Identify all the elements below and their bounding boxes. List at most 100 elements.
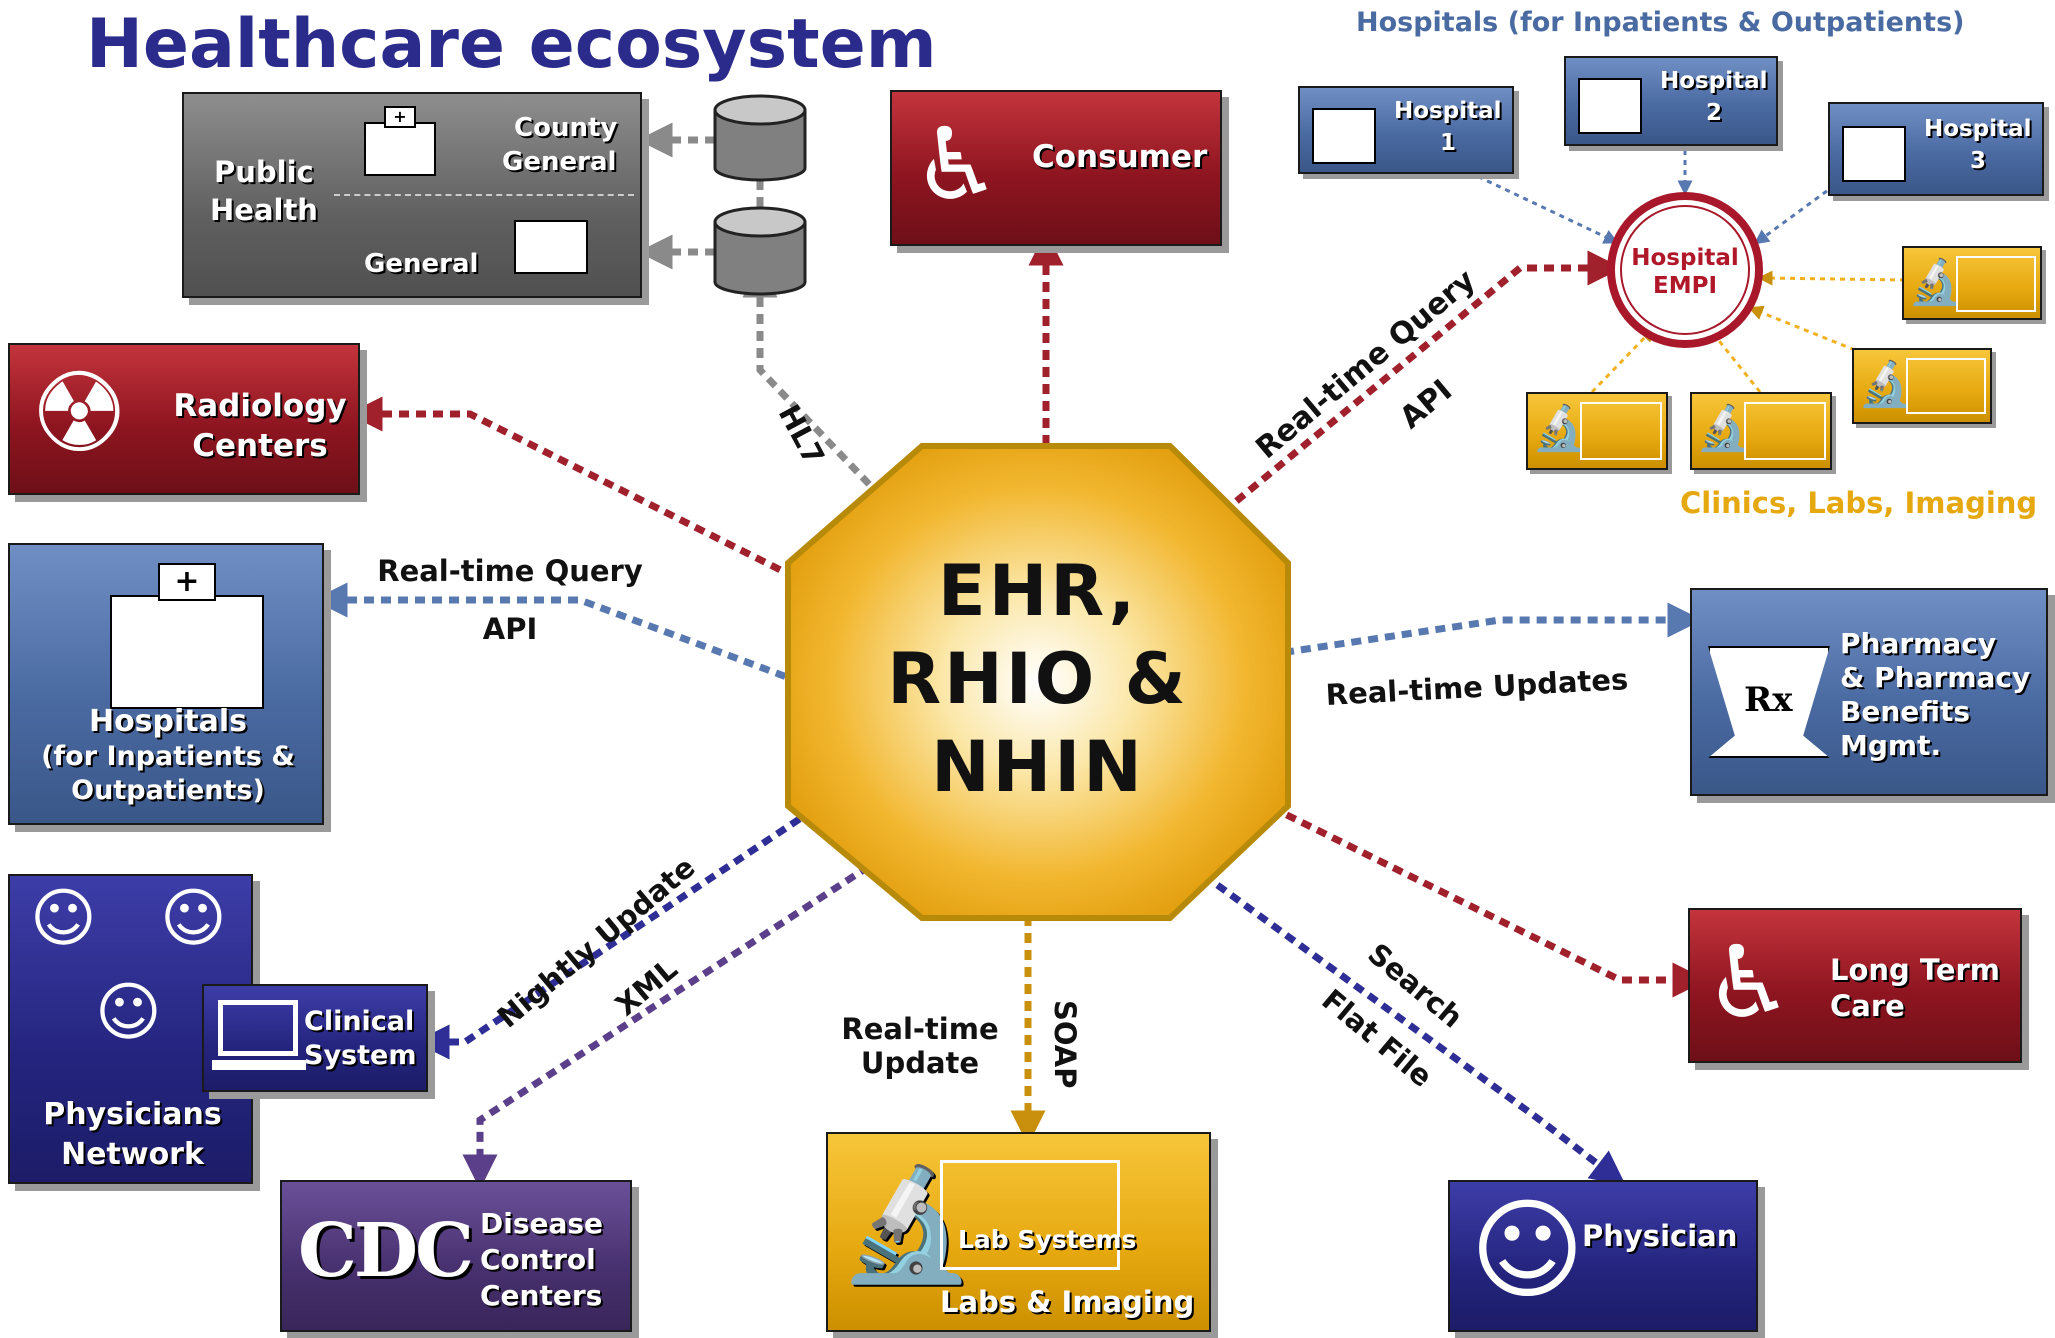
empi-spoke-c1 <box>1757 270 1906 286</box>
clinic-box-4: 🔬 <box>1526 392 1668 470</box>
hospital-building-icon <box>1312 108 1376 164</box>
microscope-icon: 🔬 <box>1532 403 1587 454</box>
lab-systems-label: Lab Systems <box>958 1225 1137 1254</box>
general-label: General <box>364 249 479 279</box>
pharmacy-label-4: Mgmt. <box>1840 729 1942 762</box>
hospital-building-icon <box>1578 78 1642 134</box>
hospital-2-label-1: Hospital <box>1660 68 1768 94</box>
computer-monitor-icon <box>218 1000 298 1056</box>
rtq-left-label-2: API <box>482 612 538 646</box>
cdc-label-2: Control <box>480 1243 596 1276</box>
empi-spoke-h3 <box>1753 183 1836 245</box>
center-octagon <box>785 443 1291 921</box>
doctor-icon: ☺ <box>30 882 97 956</box>
lab-systems-box: 🔬 Lab Systems Labs & Imaging <box>826 1132 1211 1332</box>
physicians-network-label-2: Network <box>61 1137 204 1172</box>
hospital-1-box: Hospital 1 <box>1298 86 1514 174</box>
center-line-1: EHR, <box>937 550 1139 632</box>
public-health-label-1: Public <box>214 155 314 189</box>
empi-spoke-c3 <box>1707 326 1762 393</box>
hospitals-group-heading: Hospitals (for Inpatients & Outpatients) <box>1356 7 1965 38</box>
hospital-1-label-1: Hospital <box>1394 98 1502 124</box>
hospitals-box: + Hospitals (for Inpatients & Outpatient… <box>8 543 324 825</box>
empi-spoke-c2 <box>1748 305 1856 352</box>
hl7-link <box>742 262 943 561</box>
center-line-2: RHIO & <box>887 638 1189 720</box>
hospital-2-label-2: 2 <box>1706 100 1723 126</box>
clinical-system-box: Clinical System <box>202 984 428 1092</box>
clinic-box-1: 🔬 <box>1902 246 2042 320</box>
pharmacy-box: Rx Pharmacy & Pharmacy Benefits Mgmt. <box>1690 588 2048 796</box>
page-title: Healthcare ecosystem <box>86 5 937 84</box>
walker-person-icon: ♿ <box>1704 924 1794 1041</box>
walker-person-icon: ♿ <box>912 106 1002 223</box>
long-term-care-label-2: Care <box>1830 989 1905 1023</box>
physician-label: Physician <box>1582 1219 1738 1253</box>
cdc-box: CDC Disease Control Centers <box>280 1180 632 1332</box>
rt-update-label-2: Update <box>860 1046 980 1080</box>
pharmacy-link <box>1182 602 1703 680</box>
microscope-icon: 🔬 <box>1858 359 1913 410</box>
hospitals-label-1: Hospitals <box>88 704 248 739</box>
soap-label: SOAP <box>1048 1000 1082 1089</box>
hospital-cross-icon: + <box>384 106 416 128</box>
hospital-3-label-2: 3 <box>1970 148 1987 174</box>
computer-base-icon <box>212 1060 306 1070</box>
rx-label: Rx <box>1744 680 1793 720</box>
public-health-box: Public Health + County General General <box>182 92 642 298</box>
physician-box: ☺ Physician <box>1448 1180 1758 1332</box>
physician-link <box>1120 814 1626 1186</box>
radiology-label-2: Centers <box>192 428 328 464</box>
radiology-link <box>347 396 896 628</box>
lab-form-icon <box>1906 358 1986 414</box>
rtq-left-label-1: Real-time Query <box>377 554 643 588</box>
empi-label-2: EMPI <box>1652 273 1717 299</box>
hospital-2-box: Hospital 2 <box>1564 56 1778 146</box>
database-icon-top <box>713 94 807 182</box>
physicians-network-label-1: Physicians <box>43 1097 222 1132</box>
long-term-care-box: ♿ Long Term Care <box>1688 908 2022 1063</box>
pharmacy-label-1: Pharmacy <box>1840 627 1997 660</box>
radiology-label-1: Radiology <box>173 388 347 424</box>
county-general-label-2: General <box>502 147 617 177</box>
radiation-icon: ☢ <box>30 349 129 477</box>
rt-update-label-1: Real-time <box>841 1012 999 1046</box>
clinical-system-label-2: System <box>304 1040 417 1071</box>
hospitals-label-2: (for Inpatients & <box>41 741 295 772</box>
lab-form-icon <box>940 1160 1120 1270</box>
hospital-building-icon <box>514 220 588 274</box>
empi-ring <box>1607 192 1763 348</box>
hospital-3-box: Hospital 3 <box>1828 102 2044 196</box>
consumer-label: Consumer <box>1032 139 1208 175</box>
cdc-label-3: Centers <box>480 1279 603 1312</box>
long-term-care-label-1: Long Term <box>1830 953 2001 987</box>
hospitals-label-3: Outpatients) <box>71 775 265 806</box>
hospital-building-icon <box>1842 126 1906 182</box>
public-health-label-2: Health <box>210 193 318 227</box>
hospitals-left-link <box>312 582 879 716</box>
empi-spoke-c4 <box>1590 326 1656 394</box>
empi-spoke-h1 <box>1459 166 1619 244</box>
clinic-box-2: 🔬 <box>1852 348 1992 424</box>
pharmacy-label-2: & Pharmacy <box>1840 661 2031 694</box>
microscope-icon: 🔬 <box>838 1160 975 1288</box>
doctor-icon: ☺ <box>160 882 227 956</box>
empi-label-1: Hospital <box>1631 245 1739 271</box>
lab-form-icon <box>1956 256 2036 312</box>
clinics-heading: Clinics, Labs, Imaging <box>1680 486 2038 520</box>
hospital-1-label-2: 1 <box>1440 130 1457 156</box>
empi-link <box>1141 250 1623 580</box>
hospital-building-icon <box>364 122 436 176</box>
microscope-icon: 🔬 <box>1908 257 1963 308</box>
clinical-system-label-1: Clinical <box>304 1006 415 1037</box>
doctor-icon: ☺ <box>95 976 162 1050</box>
doctor-icon: ☺ <box>1470 1186 1585 1314</box>
database-icon-bottom <box>713 206 807 296</box>
hospital-cross-icon: + <box>158 563 216 601</box>
cdc-logo: CDC <box>298 1208 474 1294</box>
lab-form-icon <box>1744 402 1826 460</box>
county-general-label-1: County <box>514 113 618 143</box>
labs-imaging-label: Labs & Imaging <box>940 1285 1195 1319</box>
